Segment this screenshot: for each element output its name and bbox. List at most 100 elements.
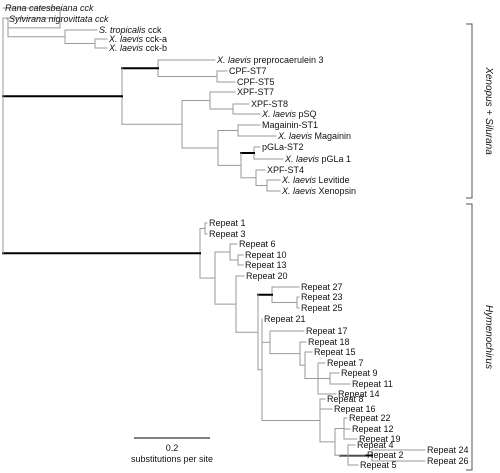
tip-label-name: Repeat 6 [239, 239, 276, 249]
tip-label-species: X. laevis [281, 186, 317, 196]
tip-label-name: Repeat 13 [245, 260, 287, 270]
tip-label-name: XPF-ST4 [267, 165, 304, 175]
tip-label-h13: Repeat 15 [314, 347, 356, 357]
scale-bar-value: 0.2 [166, 443, 179, 453]
tip-label-t5: X. laevis cck-b [108, 43, 167, 53]
tip-label-h25: Repeat 4 [357, 440, 394, 450]
tip-label-h9: Repeat 25 [301, 303, 343, 313]
tip-label-name: Repeat 7 [327, 358, 364, 368]
tip-label-name: Repeat 15 [314, 347, 356, 357]
tip-label-h3: Repeat 6 [239, 239, 276, 249]
tip-label-h26: Repeat 2 [367, 450, 404, 460]
tip-label-name: Repeat 20 [246, 271, 288, 281]
tip-label-name: Repeat 5 [360, 460, 397, 470]
tip-label-name: Repeat 22 [349, 413, 391, 423]
tip-label-species: X. laevis [108, 34, 144, 44]
tip-label-t12: Magainin-ST1 [262, 120, 318, 130]
tip-label-t4: X. laevis cck-a [108, 34, 167, 44]
tip-label-name: CPF-ST7 [229, 66, 267, 76]
tip-label-h4: Repeat 10 [245, 250, 287, 260]
tip-label-name: XPF-ST7 [237, 87, 274, 97]
tip-label-name: Repeat 2 [367, 450, 404, 460]
tip-label-name: Repeat 21 [264, 314, 306, 324]
clade-label-part: Silurana [483, 118, 494, 155]
tip-label-name: Repeat 14 [338, 389, 380, 399]
tip-label-name: Repeat 26 [427, 456, 469, 466]
tip-label-species: X. laevis [277, 131, 313, 141]
tip-label-h24: Repeat 26 [427, 456, 469, 466]
tip-label-h17: Repeat 14 [338, 389, 380, 399]
tip-label-name: Levitide [316, 175, 350, 185]
tip-label-h1: Repeat 1 [209, 218, 246, 228]
tip-label-name: Repeat 24 [427, 445, 469, 455]
tip-label-name: Repeat 12 [352, 424, 394, 434]
tip-label-name: Repeat 25 [301, 303, 343, 313]
tip-label-h8: Repeat 23 [301, 292, 343, 302]
tip-label-t14: pGLa-ST2 [262, 142, 304, 152]
tip-label-name: CPF-ST5 [237, 77, 275, 87]
tip-label-t17: X. laevis Levitide [281, 175, 350, 185]
tip-label-t13: X. laevis Magainin [277, 131, 351, 141]
tip-label-h10: Repeat 21 [264, 314, 306, 324]
tip-label-h22: Repeat 19 [359, 434, 401, 444]
tip-label-species: Sylvirana nigrovittata cck [9, 14, 109, 24]
tip-label-t6: X. laevis preprocaerulein 3 [216, 55, 324, 65]
clade-bracket-xenopus-silurana [466, 23, 473, 199]
tip-label-h21: Repeat 12 [352, 424, 394, 434]
tip-label-name: Repeat 19 [359, 434, 401, 444]
tip-label-name: Repeat 3 [209, 229, 246, 239]
scale-bar: 0.2 substitutions per site [131, 437, 213, 464]
tip-label-h2: Repeat 3 [209, 229, 246, 239]
tip-label-name: Repeat 27 [301, 282, 343, 292]
tip-label-t18: X. laevis Xenopsin [281, 186, 356, 196]
tip-label-name: cck-b [143, 43, 167, 53]
tip-label-name: Repeat 16 [334, 404, 376, 414]
tip-label-name: pGLa 1 [319, 154, 351, 164]
clade-label-hymenochirus: Hymenochirus [483, 305, 494, 369]
tip-label-name: preprocaerulein 3 [251, 55, 324, 65]
tip-label-name: Repeat 17 [306, 326, 348, 336]
tip-label-species: X. laevis [284, 154, 320, 164]
tip-label-h16: Repeat 11 [352, 379, 393, 389]
clade-label-part: Xenopus [483, 66, 494, 106]
tip-label-name: pGLa-ST2 [262, 142, 304, 152]
tip-label-h7: Repeat 27 [301, 282, 343, 292]
tip-label-species: S. tropicalis [99, 25, 146, 35]
tip-label-name: Repeat 9 [341, 368, 378, 378]
tip-label-name: cck-a [143, 34, 167, 44]
tip-label-name: Magainin-ST1 [262, 120, 318, 130]
tip-label-t1: Rana catesbeiana cck [5, 3, 94, 13]
tip-label-t15: X. laevis pGLa 1 [284, 154, 351, 164]
tip-label-species: X. laevis [108, 43, 144, 53]
clade-label-part: + [483, 107, 494, 118]
tip-label-t2: Sylvirana nigrovittata cck [9, 14, 109, 24]
tip-label-h11: Repeat 17 [306, 326, 348, 336]
tip-label-h19: Repeat 16 [334, 404, 376, 414]
tip-label-h18: Repeat 8 [327, 394, 364, 404]
tip-label-name: XPF-ST8 [251, 99, 288, 109]
tip-label-name: Magainin [312, 131, 351, 141]
tip-label-name: Repeat 1 [209, 218, 246, 228]
tip-label-t11: X. laevis pSQ [261, 109, 317, 119]
tip-label-t16: XPF-ST4 [267, 165, 304, 175]
scale-bar-label: substitutions per site [131, 454, 213, 464]
tip-label-species: Rana catesbeiana cck [5, 3, 94, 13]
clade-label-xenopus-silurana: Xenopus + Silurana [483, 66, 494, 155]
tip-label-name: cck [146, 25, 163, 35]
tip-label-t8: CPF-ST5 [237, 77, 275, 87]
tip-label-h15: Repeat 9 [341, 368, 378, 378]
tip-label-name: Repeat 23 [301, 292, 343, 302]
clade-label-part: Hymenochirus [483, 305, 494, 369]
clade-bracket-hymenochirus [466, 203, 473, 471]
tip-label-h20: Repeat 22 [349, 413, 391, 423]
tip-label-h12: Repeat 18 [308, 337, 350, 347]
tip-label-name: Repeat 10 [245, 250, 287, 260]
tip-label-t3: S. tropicalis cck [99, 25, 162, 35]
tip-label-name: Xenopsin [316, 186, 356, 196]
tree-branches [2, 7, 426, 466]
tip-label-species: X. laevis [216, 55, 252, 65]
